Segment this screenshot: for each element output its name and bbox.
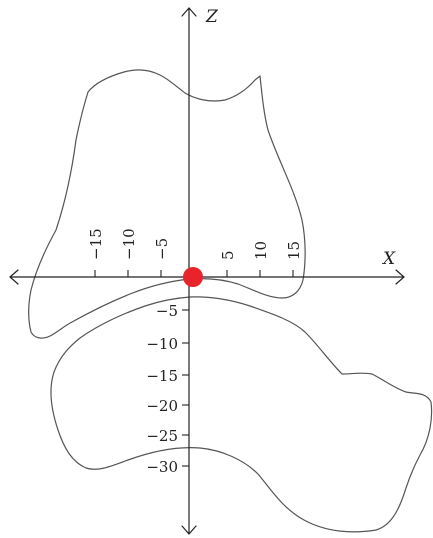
x-tick-label: 10 <box>252 241 270 260</box>
z-axis-bottom-arrowhead <box>181 525 197 535</box>
z-tick-label: −30 <box>146 458 178 476</box>
tibia-outline <box>50 296 433 533</box>
z-axis-label: Z <box>205 7 219 27</box>
z-tick-label: −25 <box>146 427 178 445</box>
x-axis-right-arrowhead <box>395 269 405 285</box>
x-tick-label: 15 <box>285 241 303 260</box>
x-tick-label: 5 <box>219 250 237 260</box>
origin-marker <box>183 267 203 287</box>
z-tick-label: −20 <box>146 397 178 415</box>
z-tick-label: −15 <box>146 367 178 385</box>
x-axis-label: X <box>381 249 396 269</box>
x-tick-label: −10 <box>120 228 138 260</box>
x-tick-label: −5 <box>153 238 171 260</box>
x-tick-label: −15 <box>87 228 105 260</box>
x-axis-left-arrowhead <box>9 269 19 285</box>
z-axis-top-arrowhead <box>181 7 197 17</box>
femur-outline <box>28 69 306 339</box>
z-tick-label: −10 <box>146 335 178 353</box>
z-tick-label: −5 <box>156 302 178 320</box>
